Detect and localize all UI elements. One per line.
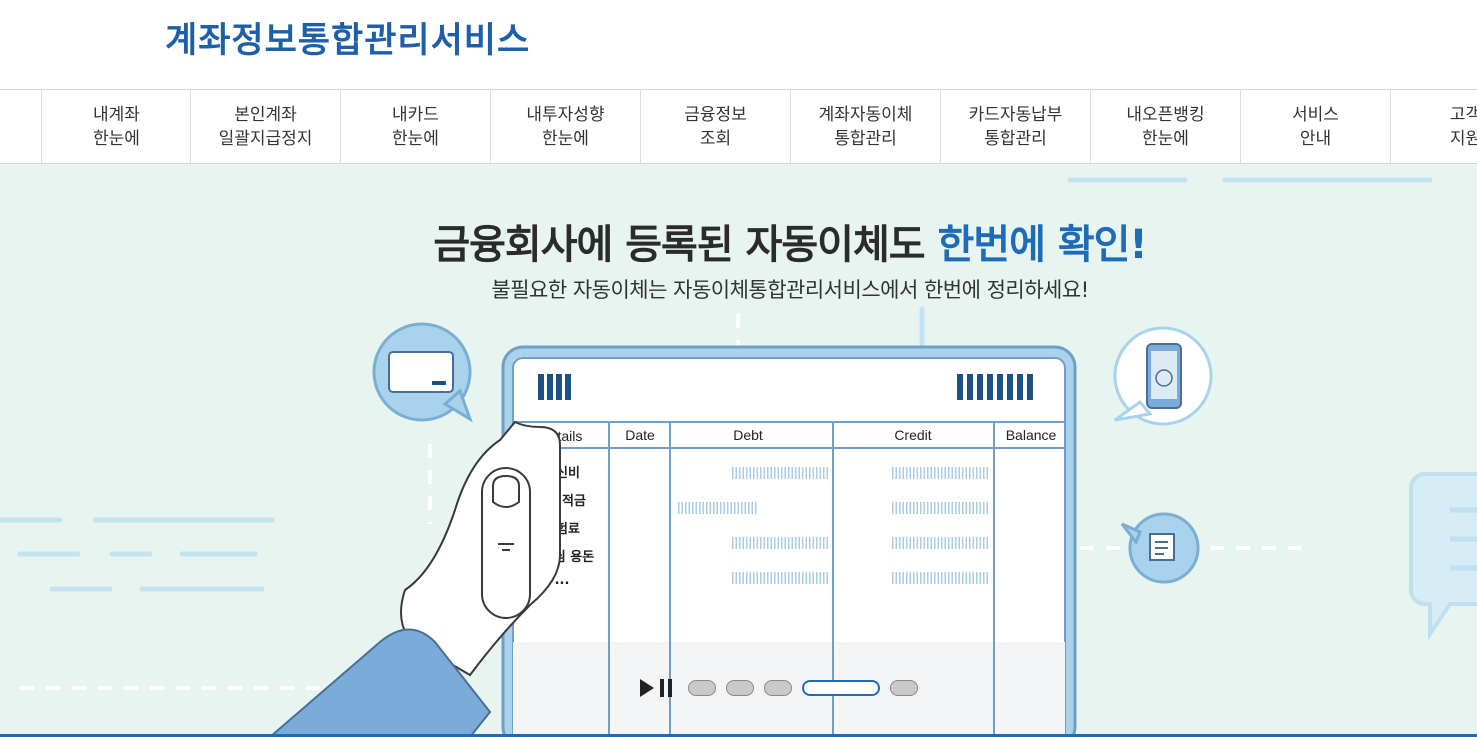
ledger-col-date: Date xyxy=(625,427,655,443)
banner-headline: 금융회사에 등록된 자동이체도 한번에 확인! xyxy=(433,222,1147,268)
ledger-col-balance: Balance xyxy=(1006,427,1057,443)
site-title-logo[interactable]: 계좌정보통합관리서비스 xyxy=(165,21,531,61)
ledger-col-credit: Credit xyxy=(894,427,931,443)
banner-subtitle: 불필요한 자동이체는 자동이체통합관리서비스에서 한번에 정리하세요! xyxy=(491,278,1089,302)
header: 계좌정보통합관리서비스 xyxy=(0,0,1477,89)
pause-icon[interactable] xyxy=(660,679,672,697)
ledger-row-more: ... xyxy=(555,573,570,588)
nav-customer-support[interactable]: 고객지원 xyxy=(1390,90,1477,163)
slider-controls xyxy=(640,675,928,701)
slide-dot-4-active[interactable] xyxy=(802,680,880,696)
main-banner[interactable]: Details Date Debt Credit Balance 통신비 정기적… xyxy=(0,164,1477,737)
slide-dot-3[interactable] xyxy=(764,680,792,696)
banner-bottom-divider xyxy=(0,734,1477,737)
slide-dot-5[interactable] xyxy=(890,680,918,696)
banner-illustration: Details Date Debt Credit Balance 통신비 정기적… xyxy=(0,177,1477,737)
slide-dot-2[interactable] xyxy=(726,680,754,696)
play-icon[interactable] xyxy=(640,679,654,697)
ledger-col-debt: Debt xyxy=(733,427,763,443)
slide-dot-1[interactable] xyxy=(688,680,716,696)
